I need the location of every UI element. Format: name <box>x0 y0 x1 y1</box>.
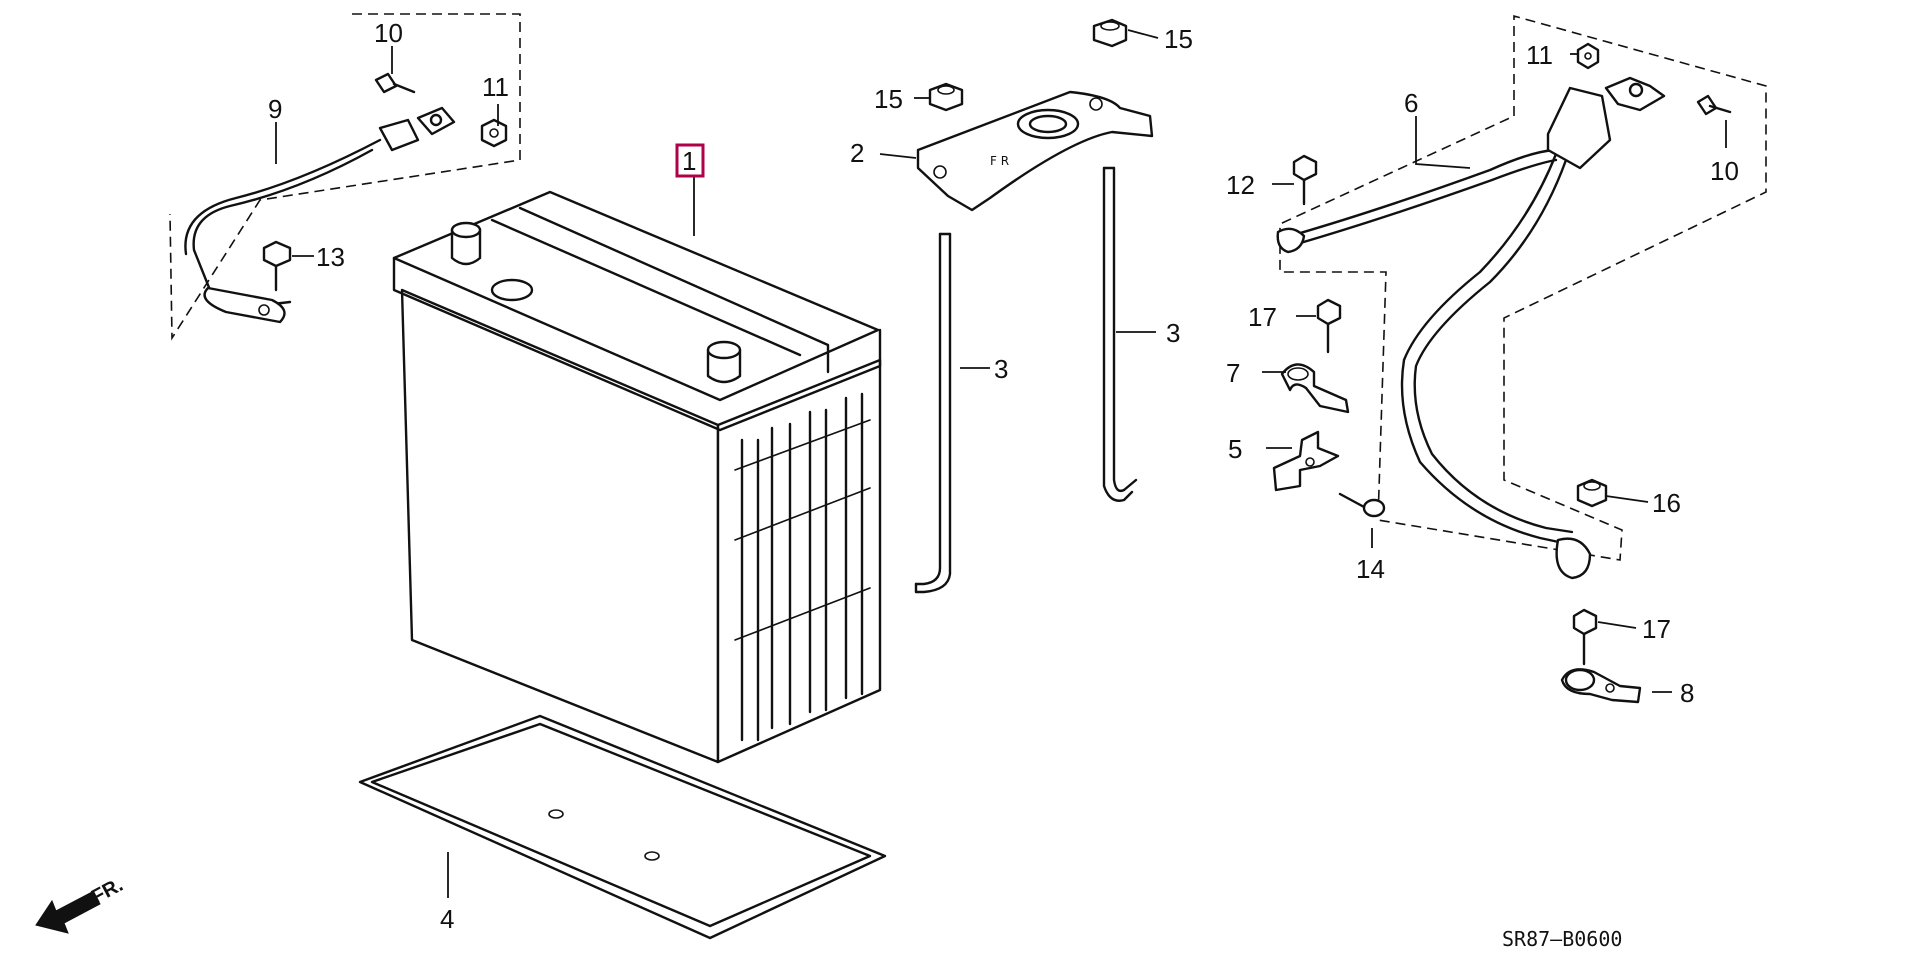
bolt-17-lower[interactable] <box>1572 608 1598 666</box>
callout-8[interactable]: 8 <box>1680 678 1694 708</box>
diagram-code: SR87–B0600 <box>1502 927 1622 951</box>
bolt-12[interactable] <box>1292 154 1318 206</box>
bolt-17-upper[interactable] <box>1316 298 1342 354</box>
callout-15-plate[interactable]: 15 <box>874 84 903 114</box>
battery-setting-plate[interactable]: F R <box>916 90 1154 212</box>
battery-plus-cable[interactable] <box>184 106 456 324</box>
callout-17-lower[interactable]: 17 <box>1642 614 1671 644</box>
bolt-10-left[interactable] <box>374 72 416 94</box>
callout-10-right[interactable]: 10 <box>1710 156 1739 186</box>
leader-lines <box>275 29 1727 898</box>
bolt-10-right[interactable] <box>1696 94 1732 116</box>
callout-7[interactable]: 7 <box>1226 358 1240 388</box>
callout-11-left[interactable]: 11 <box>482 72 509 102</box>
nut-11-left[interactable] <box>480 118 508 148</box>
cable-clamp-7[interactable] <box>1280 363 1350 414</box>
callout-6[interactable]: 6 <box>1404 88 1418 118</box>
front-arrow-icon <box>35 891 101 934</box>
battery-setting-bolt-left[interactable] <box>914 232 952 594</box>
cable-6-group-box <box>1279 14 1767 561</box>
callout-16[interactable]: 16 <box>1652 488 1681 518</box>
battery-tray[interactable] <box>358 714 887 940</box>
callout-12[interactable]: 12 <box>1226 170 1255 200</box>
callout-14[interactable]: 14 <box>1356 554 1385 584</box>
flange-nut-15-plate[interactable] <box>928 82 964 112</box>
callout-2[interactable]: 2 <box>850 138 864 168</box>
callout-3-left[interactable]: 3 <box>994 354 1008 384</box>
cable-9-group-box <box>169 13 521 341</box>
nut-11-right[interactable] <box>1576 42 1600 70</box>
callout-17-upper[interactable]: 17 <box>1248 302 1277 332</box>
ground-terminal-8[interactable] <box>1560 668 1642 704</box>
front-direction-arrow: FR. <box>35 874 127 934</box>
battery-ground-cable[interactable] <box>1276 76 1666 580</box>
bracket-5[interactable] <box>1272 430 1340 492</box>
flange-nut-15-top[interactable] <box>1092 18 1128 48</box>
flange-nut-16[interactable] <box>1576 478 1608 508</box>
callout-9[interactable]: 9 <box>268 94 282 124</box>
callout-1[interactable]: 1 <box>682 146 696 176</box>
callout-3-right[interactable]: 3 <box>1166 318 1180 348</box>
callout-13[interactable]: 13 <box>316 242 345 272</box>
callout-15-top[interactable]: 15 <box>1164 24 1193 54</box>
svg-text:F R: F R <box>990 154 1009 168</box>
callout-4[interactable]: 4 <box>440 904 454 934</box>
callout-10-left[interactable]: 10 <box>374 18 403 48</box>
callout-11-right[interactable]: 11 <box>1526 40 1553 70</box>
battery[interactable] <box>392 190 882 764</box>
selected-part-box <box>675 143 705 178</box>
callout-5[interactable]: 5 <box>1228 434 1242 464</box>
bolt-14[interactable] <box>1338 492 1386 518</box>
battery-setting-bolt-right[interactable] <box>1102 166 1138 502</box>
bolt-13[interactable] <box>262 240 292 292</box>
